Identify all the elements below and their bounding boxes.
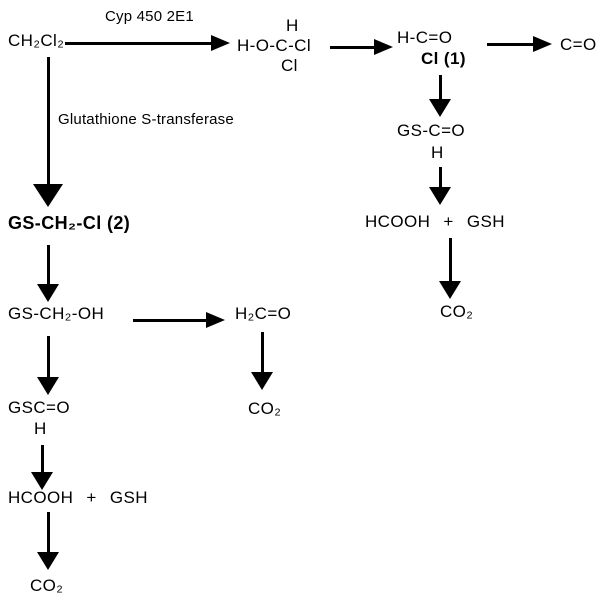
node-gs-ch2-cl-conjugate: GS-CH₂-Cl (2) xyxy=(8,213,131,233)
arrow-shaft xyxy=(260,332,264,375)
arrow-shaft xyxy=(330,45,377,49)
arrow-down-gst-reaction-icon xyxy=(33,57,63,207)
arrow-down-to-gs-thioester-left-icon xyxy=(37,336,59,395)
arrow-shaft xyxy=(46,336,50,380)
arrow-down-to-carbinol-icon xyxy=(37,245,59,302)
arrow-head xyxy=(439,281,461,299)
arrow-head xyxy=(429,99,451,117)
arrow-right-to-formyl-chloride-icon xyxy=(330,39,393,55)
arrow-shaft xyxy=(133,318,209,322)
arrow-down-to-hydrolysis-right-icon xyxy=(429,167,451,205)
arrow-head xyxy=(533,36,552,52)
enzyme-label-cyp450-2e1: Cyp 450 2E1 xyxy=(105,8,194,25)
arrow-right-to-formaldehyde-icon xyxy=(133,312,225,328)
node-chlorohydrin-h-above: H xyxy=(286,16,299,35)
node-formyl-chloride-main: H-C=O xyxy=(397,28,453,47)
arrow-shaft xyxy=(438,75,442,102)
node-co2-middle: CO₂ xyxy=(248,399,282,418)
node-formyl-chloride-cl1-label: Cl (1) xyxy=(421,49,466,68)
arrow-head xyxy=(37,377,59,395)
node-carbon-monoxide: C=O xyxy=(560,35,597,54)
arrow-shaft xyxy=(487,42,536,46)
arrow-head xyxy=(429,187,451,205)
node-hcooh-gsh-left: HCOOH + GSH xyxy=(8,488,148,507)
node-chlorohydrin-main: H-O-C-Cl xyxy=(237,36,312,55)
node-thioester-right-h-below: H xyxy=(431,143,444,162)
arrow-down-to-co2-right-icon xyxy=(439,238,461,299)
arrow-head xyxy=(33,184,63,207)
node-thioester-right-main: GS-C=O xyxy=(397,121,466,140)
arrow-right-cyp-reaction-icon xyxy=(65,35,230,51)
arrow-shaft xyxy=(46,245,50,287)
enzyme-label-glutathione-s-transferase: Glutathione S-transferase xyxy=(58,111,234,128)
arrow-head xyxy=(374,39,393,55)
arrow-right-to-carbon-monoxide-icon xyxy=(487,36,552,52)
node-chlorohydrin-cl-below: Cl xyxy=(281,56,298,75)
arrow-shaft xyxy=(46,512,50,555)
node-substrate-ch2cl2: CH₂Cl₂ xyxy=(8,31,65,50)
arrow-down-to-hydrolysis-left-icon xyxy=(31,445,53,490)
node-co2-right: CO₂ xyxy=(440,302,474,321)
arrow-head xyxy=(206,312,225,328)
node-gs-ch2-oh-carbinol: GS-CH₂-OH xyxy=(8,304,105,323)
arrow-shaft xyxy=(448,238,452,284)
arrow-shaft xyxy=(40,445,44,475)
arrow-head xyxy=(37,284,59,302)
node-co2-left: CO₂ xyxy=(30,576,64,595)
arrow-down-formaldehyde-to-co2-icon xyxy=(251,332,273,390)
arrow-head xyxy=(211,35,230,51)
arrow-down-to-co2-left-icon xyxy=(37,512,59,570)
arrow-head xyxy=(251,372,273,390)
arrow-shaft xyxy=(65,41,214,45)
node-thioester-left-main: GSC=O xyxy=(8,398,70,417)
node-thioester-left-h-below: H xyxy=(34,419,47,438)
arrow-shaft xyxy=(46,57,50,186)
arrow-down-to-gs-thioester-right-icon xyxy=(429,75,451,117)
node-hcooh-gsh-right: HCOOH + GSH xyxy=(365,212,505,231)
arrow-head xyxy=(37,552,59,570)
arrow-shaft xyxy=(438,167,442,190)
node-formaldehyde: H₂C=O xyxy=(235,304,292,323)
arrow-head xyxy=(31,472,53,490)
